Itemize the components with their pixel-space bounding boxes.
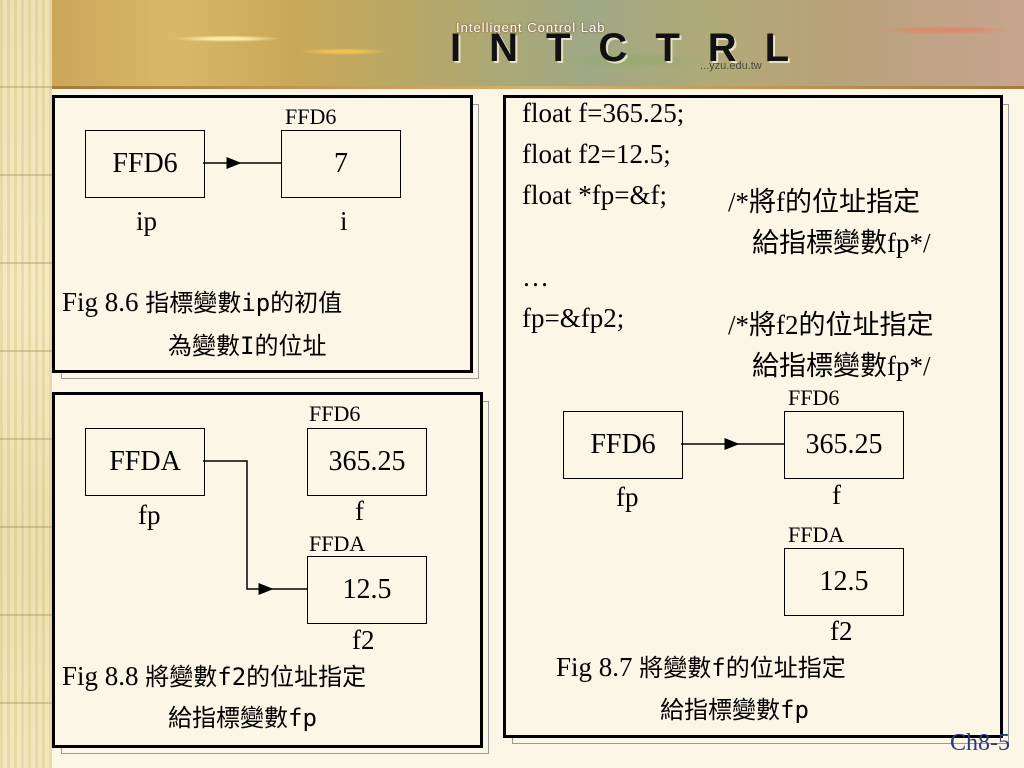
code-line-5: … [522,262,549,292]
fig88-f2-name: f2 [352,625,375,655]
fig87-address-f-label: FFD6 [788,385,840,410]
fig87-f2-name: f2 [830,616,853,646]
fig88-address-f-label: FFD6 [309,401,361,426]
fig86-caption-prefix: Fig 8.6 [62,287,139,317]
code-line-6: fp=&fp2; [522,303,625,333]
fig86-caption-line1: 指標變數ip的初值 [145,289,343,317]
fig88-caption-line1: 將變數f2的位址指定 [145,663,367,691]
fig86-pointer-box: FFD6 [85,130,205,198]
fig88-address-f2-label: FFDA [309,531,366,556]
lab-url-text: ...yzu.edu.tw [700,60,762,72]
fig88-f-box: 365.25 [307,428,427,496]
fig87-caption-line1: 將變數f的位址指定 [639,654,846,682]
fig88-pointer-name: fp [138,500,161,530]
fig88-f2-box: 12.5 [307,556,427,624]
fig86-caption: Fig 8.6 指標變數ip的初值 [62,282,342,323]
header-banner [52,0,1024,86]
fig87-caption-line2: 給指標變數fp [660,696,809,724]
slide-number: Ch8-5 [950,730,1010,756]
fig87-pointer-name: fp [616,482,639,512]
fig88-caption: Fig 8.8 將變數f2的位址指定 [62,656,366,697]
fig87-f-name: f [832,480,841,510]
fig88-caption-line2: 給指標變數fp [168,704,317,732]
left-parchment-strip [0,0,52,768]
code-line-1: float f=365.25; [522,98,685,128]
intctrl-logo: INTCTRL [450,26,818,70]
code-comment-4: 給指標變數fp*/ [752,228,931,258]
fig87-caption-prefix: Fig 8.7 [556,652,633,682]
fig88-pointer-box: FFDA [85,428,205,496]
code-comment-7: 給指標變數fp*/ [752,351,931,381]
fig88-caption-prefix: Fig 8.8 [62,661,139,691]
code-line-2: float f2=12.5; [522,139,671,169]
code-comment-3: /*將f的位址指定 [728,187,920,217]
fig86-pointer-name: ip [136,206,158,236]
code-line-3: float *fp=&f; [522,180,667,210]
fig86-variable-name: i [340,206,348,236]
fig87-pointer-box: FFD6 [563,411,683,479]
fig88-f-name: f [355,496,364,526]
code-comment-6: /*將f2的位址指定 [728,310,934,340]
fig86-address-label: FFD6 [285,104,337,129]
fig87-f2-box: 12.5 [784,548,904,616]
fig86-caption-line2: 為變數I的位址 [168,332,327,360]
fig86-variable-box: 7 [281,130,401,198]
fig87-address-f2-label: FFDA [788,522,845,547]
fig87-f-box: 365.25 [784,411,904,479]
lab-name-text: Intelligent Control Lab [456,20,606,35]
left-tile-lines [0,0,52,768]
fig87-caption: Fig 8.7 將變數f的位址指定 [556,647,846,688]
header-divider [52,86,1024,89]
